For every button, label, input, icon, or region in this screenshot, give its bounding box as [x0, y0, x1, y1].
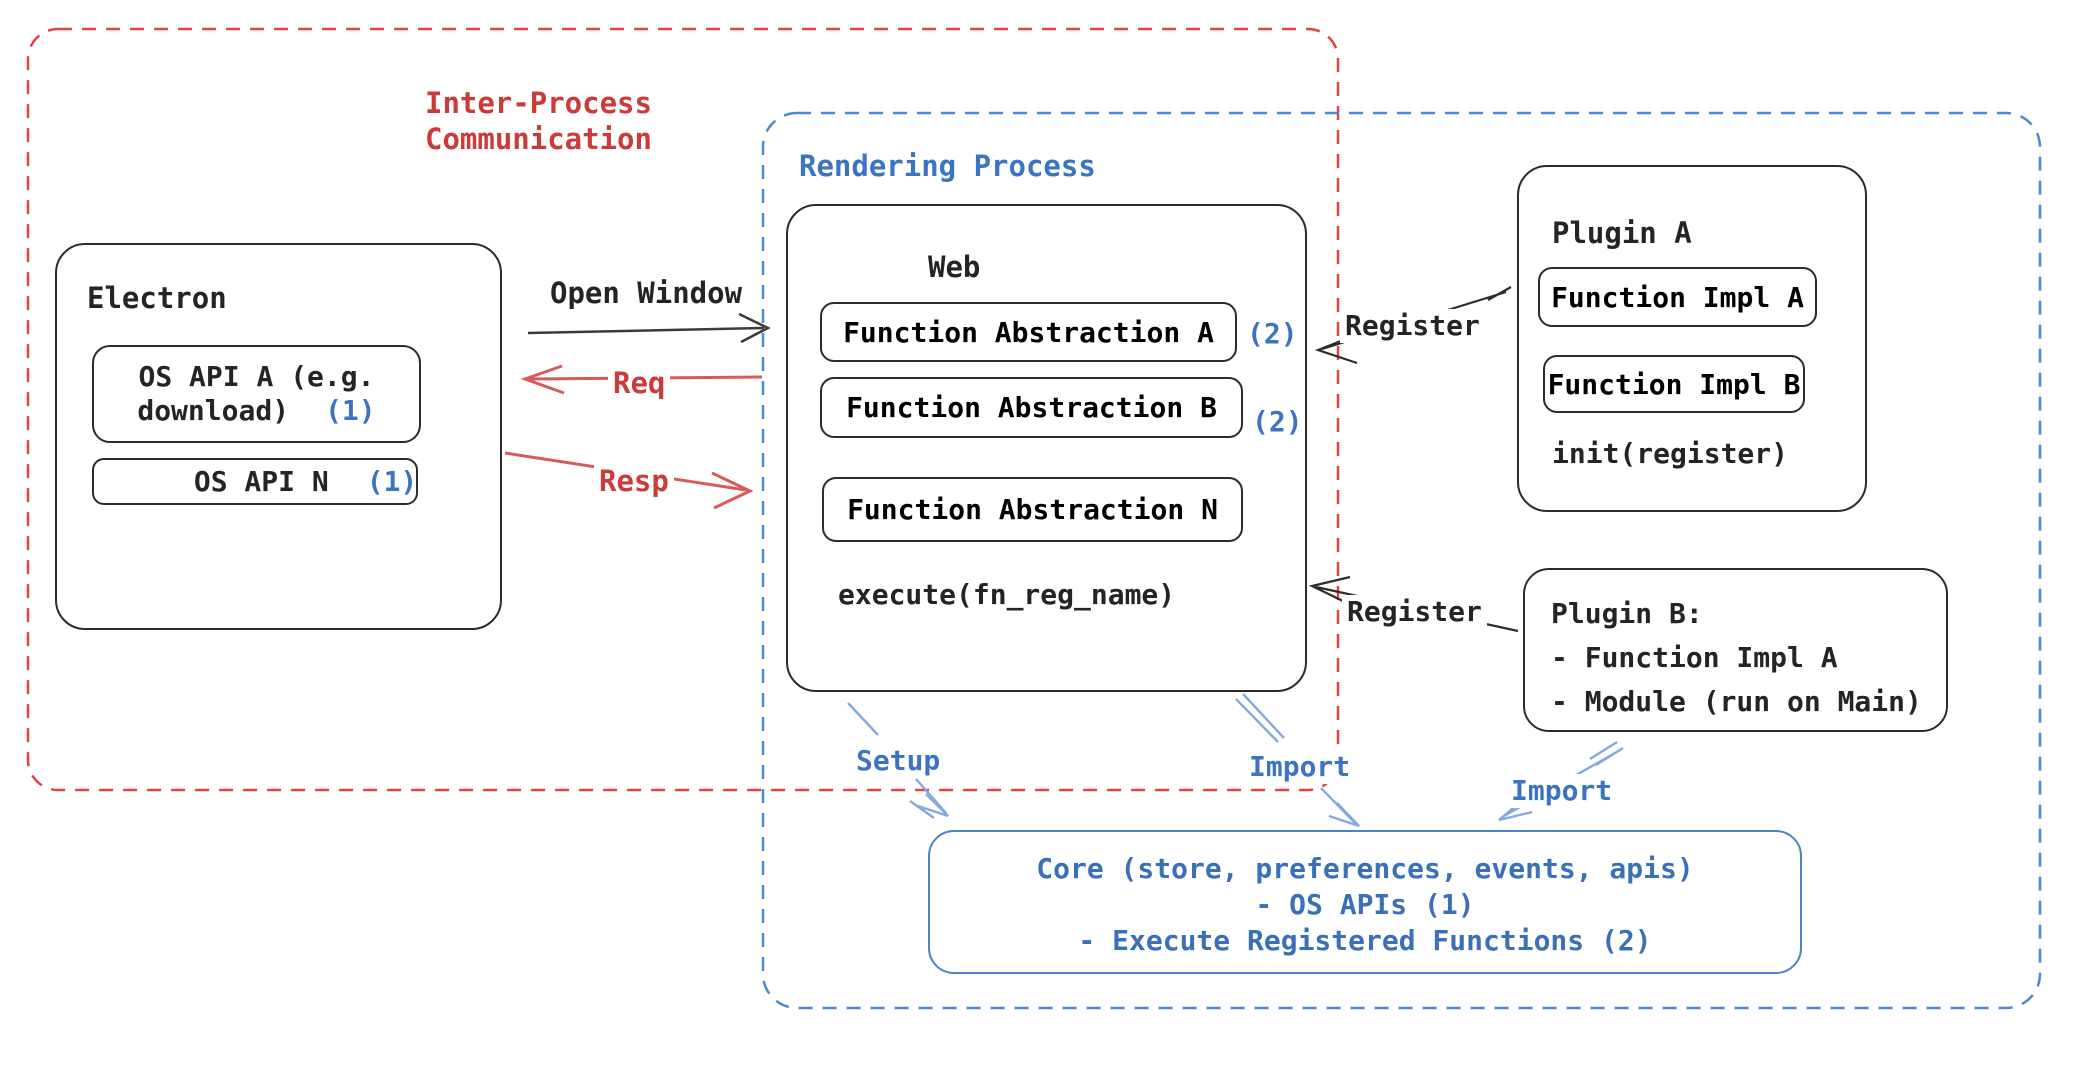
plugin-a-box — [1517, 165, 1867, 512]
web-title: Web — [928, 250, 981, 284]
init-register-label: init(register) — [1552, 437, 1789, 470]
os-api-n-box: OS API N (1) — [92, 458, 418, 505]
function-impl-a-box: Function Impl A — [1538, 267, 1817, 327]
ipc-region-border — [26, 27, 1340, 792]
register-bottom-label: Register — [1342, 595, 1487, 629]
os-api-n-badge: (1) — [366, 465, 418, 498]
plugin-b-text: Plugin B:- Function Impl A- Module (run … — [1551, 597, 1922, 718]
rendering-region-border — [761, 111, 2042, 1010]
function-impl-b-box: Function Impl B — [1543, 355, 1805, 413]
web-box — [786, 204, 1307, 692]
plugin-b-box — [1523, 568, 1948, 732]
setup-arrow — [847, 702, 949, 819]
electron-title: Electron — [87, 281, 227, 315]
import-web-arrow — [1235, 693, 1360, 828]
resp-label: Resp — [594, 464, 674, 499]
function-abstraction-a-badge: (2) — [1247, 317, 1298, 350]
plugin-a-title: Plugin A — [1552, 216, 1692, 250]
os-api-a-badge: (1) — [325, 394, 376, 427]
function-abstraction-b-badge: (2) — [1252, 405, 1303, 438]
req-label: Req — [608, 366, 671, 401]
core-text: Core (store, preferences, events, apis)-… — [1036, 852, 1694, 957]
open-window-arrow — [527, 312, 771, 344]
setup-label: Setup — [851, 744, 946, 778]
core-box — [928, 830, 1802, 974]
function-abstraction-a-box: Function Abstraction A — [820, 302, 1237, 362]
open-window-label: Open Window — [545, 276, 748, 311]
os-api-a-label-line1: OS API A (e.g. — [138, 360, 375, 393]
import-plugin-label: Import — [1506, 774, 1618, 808]
os-api-n-label: OS API N — [193, 465, 329, 498]
os-api-a-label-line2: download)(1) — [137, 394, 376, 427]
register-top-label: Register — [1340, 309, 1485, 343]
function-abstraction-n-box: Function Abstraction N — [822, 477, 1243, 542]
os-api-a-box: OS API A (e.g. download)(1) — [92, 345, 421, 443]
function-abstraction-b-box: Function Abstraction B — [820, 377, 1243, 438]
execute-label: execute(fn_reg_name) — [838, 578, 1176, 611]
rendering-region-title: Rendering Process — [799, 149, 1096, 183]
import-web-label: Import — [1244, 750, 1356, 784]
